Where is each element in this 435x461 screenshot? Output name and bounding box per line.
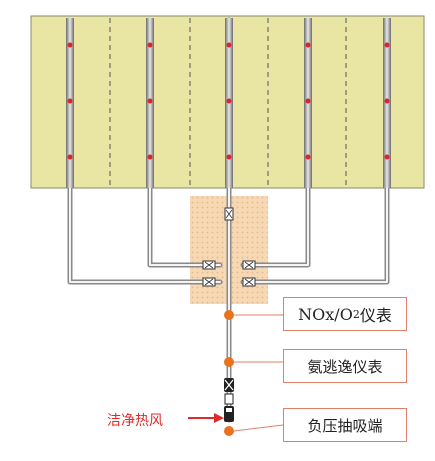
suction-node <box>224 426 234 436</box>
suction-end-label: 负压抽吸端 <box>283 408 407 442</box>
sample-point-icon <box>67 42 390 160</box>
valve-icon <box>202 207 256 287</box>
nh3-node <box>224 357 234 367</box>
instrument-nodes <box>224 310 234 436</box>
callout-leaders <box>233 314 284 432</box>
nox-o2-node <box>224 310 234 320</box>
arrow-right-icon <box>188 413 224 423</box>
nh3-slip-meter-label: 氨逃逸仪表 <box>283 349 407 383</box>
nox-prefix: NOx/O <box>298 304 353 324</box>
nox-suffix: 仪表 <box>359 306 392 325</box>
clean-hot-air-label: 洁净热风 <box>107 413 163 429</box>
nox-subscript: 2 <box>352 307 360 321</box>
filter-icon <box>224 378 234 422</box>
duct-divider-lines <box>109 18 347 186</box>
